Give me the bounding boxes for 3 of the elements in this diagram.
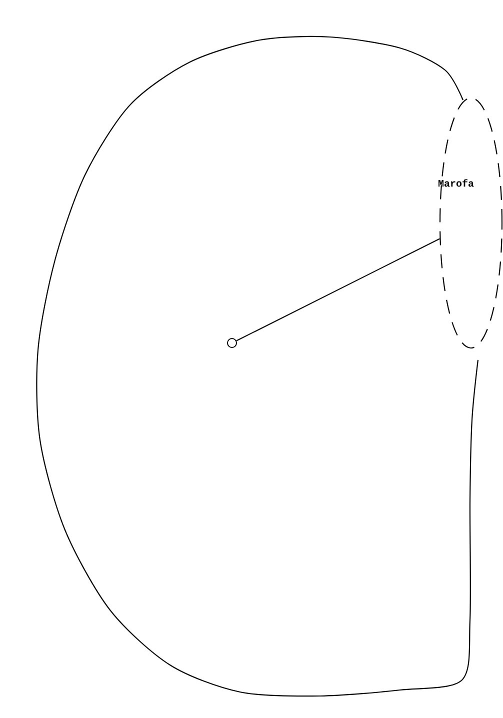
region-label: Marofa (438, 179, 474, 187)
point-marker (227, 338, 237, 348)
connector-line (236, 238, 440, 342)
